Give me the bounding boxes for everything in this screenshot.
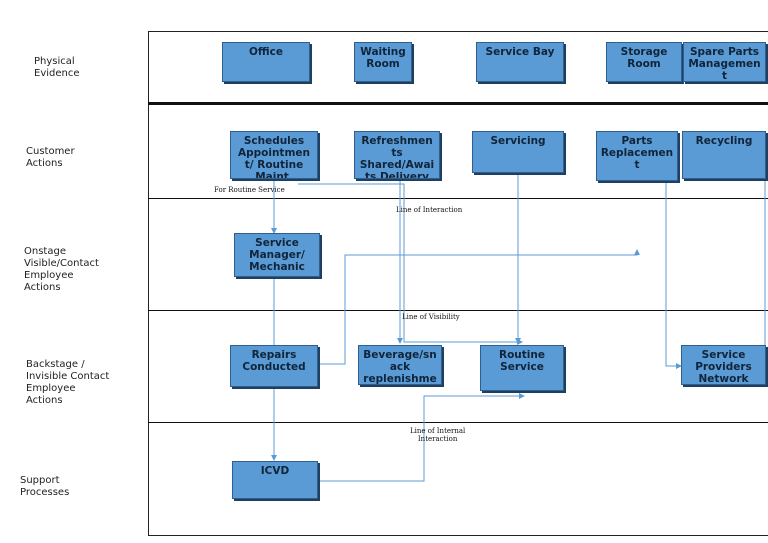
box-servicing: Servicing: [472, 131, 564, 173]
divider-physical-customer: [148, 102, 768, 105]
line-of-visibility-divider: [148, 310, 768, 311]
note-line-of-interaction: Line of Interaction: [396, 206, 463, 214]
note-for-routine-service: For Routine Service: [214, 186, 285, 194]
connector-icvd-to-routine: [318, 393, 525, 482]
note-line-of-visibility: Line of Visibility: [402, 313, 460, 321]
box-recycling: Recycling: [682, 131, 766, 179]
blueprint-frame: [148, 31, 768, 536]
box-icvd: ICVD: [232, 461, 318, 499]
line-of-interaction-divider: [148, 198, 768, 199]
connector-routine-service-path: [298, 183, 523, 345]
connector-repairs-to-parts: [318, 249, 640, 365]
line-of-internal-interaction-divider: [148, 422, 768, 423]
box-office: Office: [222, 42, 310, 82]
connector-parts-to-providers: [665, 180, 682, 369]
box-service-bay: Service Bay: [476, 42, 564, 82]
